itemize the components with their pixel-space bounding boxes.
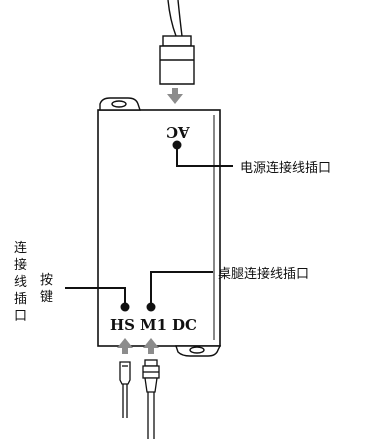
dc-port-label: DC <box>172 316 197 334</box>
control-box <box>97 109 221 347</box>
hs-connector-icon <box>119 361 131 418</box>
arrow-down-ac-icon <box>167 88 183 104</box>
arrow-up-m1-icon <box>143 338 159 354</box>
key-connector-callout: 连接线插口 <box>14 241 28 324</box>
mount-tab-bottom <box>175 345 222 357</box>
hs-port-label: HS <box>110 316 136 334</box>
power-connector-callout: 电源连接线插口 <box>240 161 332 176</box>
leg-connector-callout: 桌腿连接线插口 <box>218 267 310 282</box>
mount-tab-top <box>99 97 141 111</box>
ac-port-leader <box>172 140 233 167</box>
arrow-up-hs-icon <box>117 338 133 354</box>
hs-port-leader <box>65 287 130 312</box>
ac-plug-icon <box>159 0 195 85</box>
key-callout: 按键 <box>40 273 54 305</box>
m1-port-leader <box>146 271 213 312</box>
m1-connector-icon <box>142 359 160 439</box>
ac-port-label: AC <box>166 123 190 141</box>
m1-port-label: M1 <box>140 316 168 334</box>
